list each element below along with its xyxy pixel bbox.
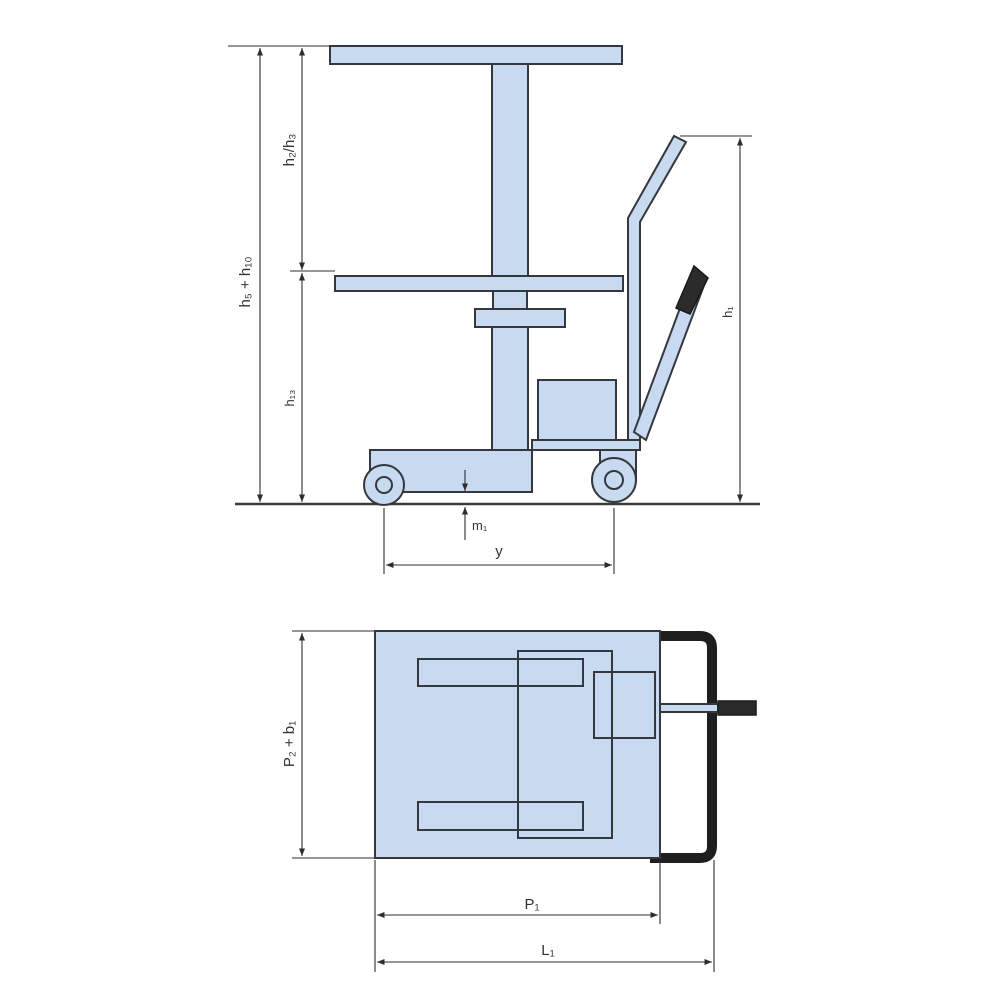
column-collar — [492, 290, 528, 310]
fork-bar-top — [417, 658, 584, 687]
label-wheelbase: y — [495, 543, 503, 560]
side-view: h₅ + h₁₀ h₂/h₃ h₁₃ h₁ m₁ — [228, 45, 760, 574]
pump-plate — [531, 439, 641, 451]
dim-width: P₂ + b₁ — [281, 630, 375, 859]
upper-column — [491, 63, 529, 277]
hydraulic-unit — [537, 379, 617, 441]
dim-handle-height: h₁ — [680, 135, 752, 502]
lower-table-plate — [334, 275, 624, 292]
label-lowered-height: h₁₃ — [282, 390, 297, 407]
fork-bar-bottom — [417, 801, 584, 831]
label-width: P₂ + b₁ — [281, 721, 298, 767]
lever-grip — [717, 700, 757, 716]
dim-overall-length: L₁ — [377, 860, 715, 972]
dim-total-height: h₅ + h₁₀ — [228, 45, 330, 502]
push-handle — [627, 134, 688, 441]
top-view: P₂ + b₁ P₁ L₁ — [281, 630, 757, 972]
label-total-height: h₅ + h₁₀ — [237, 256, 254, 307]
label-ground-clearance: m₁ — [472, 518, 488, 533]
lower-column — [491, 326, 529, 451]
label-stroke-height: h₂/h₃ — [281, 134, 298, 167]
dim-platform-length: P₁ — [374, 860, 661, 972]
dim-lowered-height: h₁₃ — [282, 273, 306, 502]
rear-wheel-hub — [604, 470, 624, 490]
pump-lever-grip — [675, 264, 709, 315]
label-overall-length: L₁ — [541, 942, 554, 959]
label-handle-height: h₁ — [720, 306, 735, 318]
top-table-plate — [329, 45, 623, 65]
label-platform-length: P₁ — [524, 896, 539, 913]
dim-wheelbase: y — [383, 508, 615, 574]
dim-ground-clearance: m₁ — [461, 470, 488, 540]
front-wheel-hub — [375, 476, 393, 494]
dim-stroke-height: h₂/h₃ — [281, 48, 335, 272]
chassis-outline — [517, 650, 613, 839]
column-flange — [474, 308, 566, 328]
lever-shaft — [659, 703, 719, 713]
top-handle-loop — [650, 631, 717, 863]
hydraulic-unit-top — [593, 671, 656, 739]
